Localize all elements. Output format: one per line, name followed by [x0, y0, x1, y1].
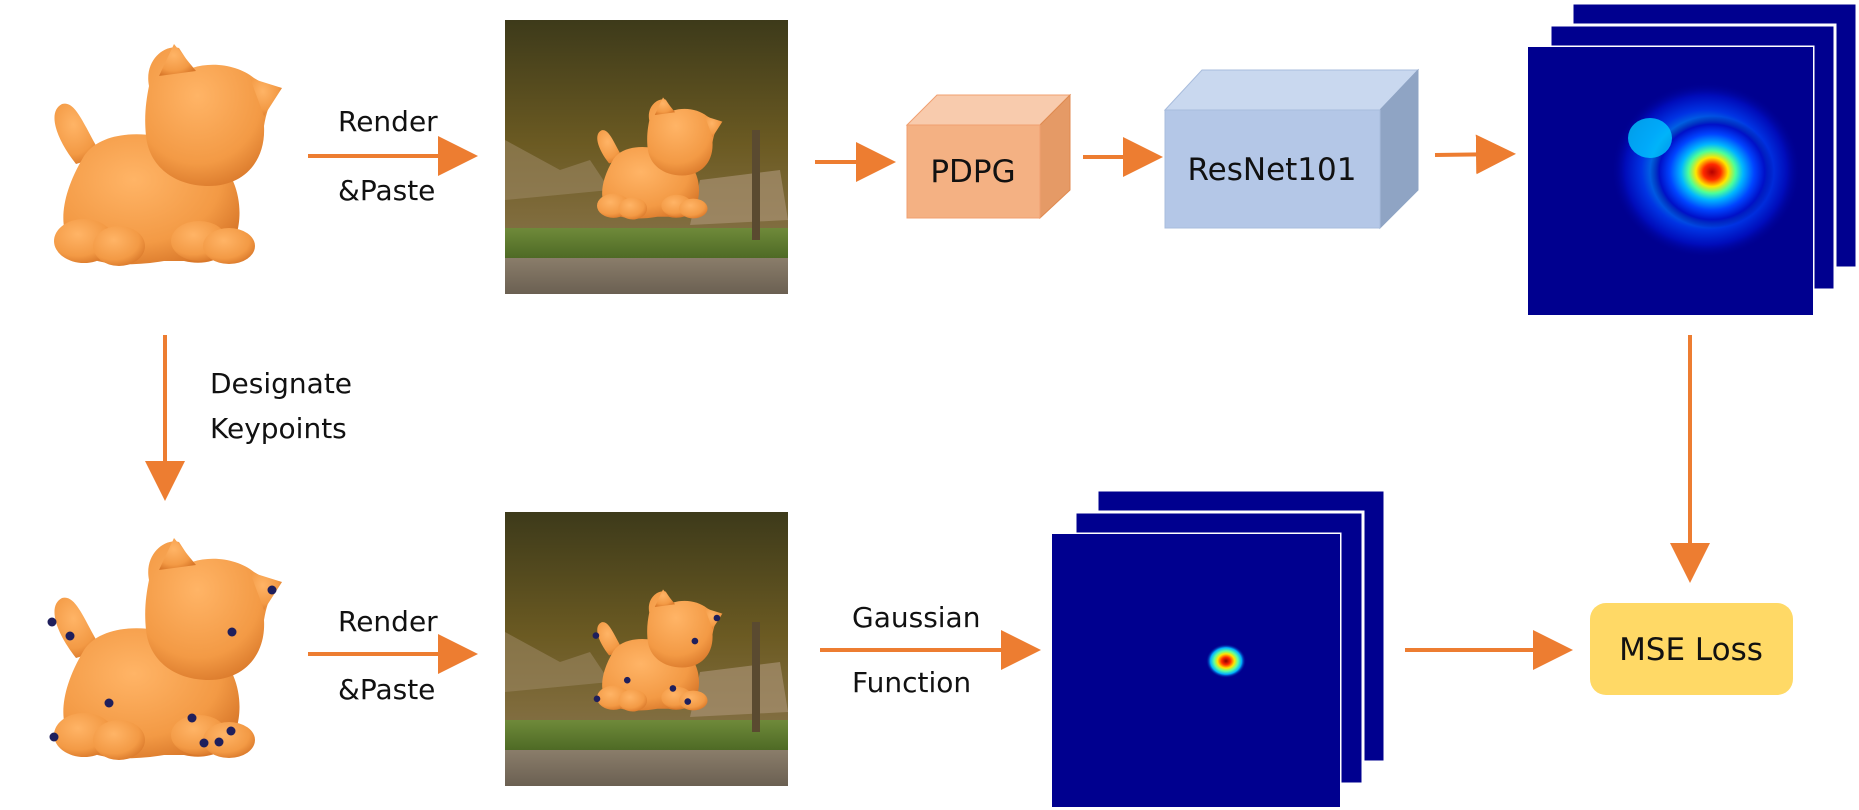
pdpg-block: PDPG: [905, 93, 1072, 220]
mse-loss-label: MSE Loss: [1619, 632, 1763, 668]
render-label-top-1: Render: [338, 105, 438, 138]
render-label-bottom-2: &Paste: [338, 673, 435, 706]
designate-label-2: Keypoints: [210, 412, 347, 445]
cat-model-icon: [54, 44, 282, 266]
gaussian-label-2: Function: [852, 666, 971, 699]
target-heatmap-stack: [1050, 488, 1387, 809]
resnet101-block: ResNet101: [1163, 68, 1420, 230]
rendered-scene-image-top: [505, 20, 788, 294]
cat-model-keypoints-icon: [47, 538, 282, 760]
render-label-bottom-1: Render: [338, 605, 438, 638]
rendered-scene-image-bottom: [505, 512, 788, 786]
render-label-top-2: &Paste: [338, 174, 435, 207]
mse-loss-block: MSE Loss: [1590, 603, 1793, 695]
resnet101-label: ResNet101: [1188, 152, 1357, 188]
pdpg-label: PDPG: [930, 154, 1015, 190]
prediction-heatmap-stack: [1526, 1, 1859, 317]
gaussian-label-1: Gaussian: [852, 601, 980, 634]
designate-label-1: Designate: [210, 367, 352, 400]
arrow-to-prediction-heatmaps: [1434, 134, 1516, 175]
